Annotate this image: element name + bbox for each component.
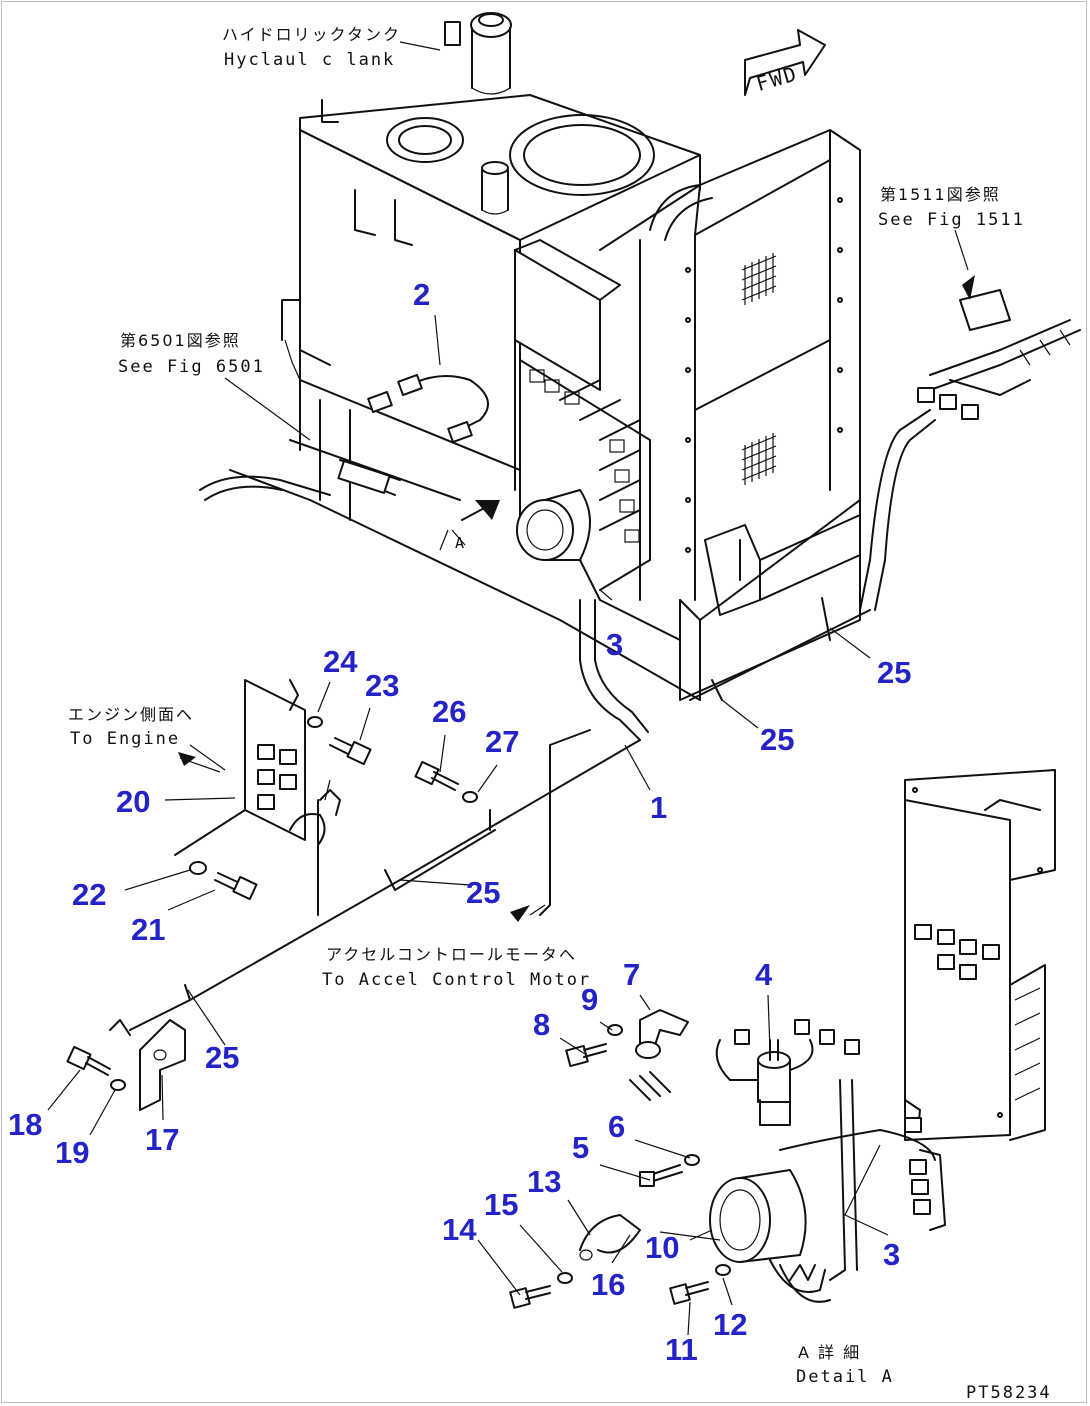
cooler-unit xyxy=(599,129,861,701)
bracket-20 xyxy=(174,679,306,856)
callout-5[interactable]: 5 xyxy=(572,1130,589,1165)
to-engine-label: To Engine xyxy=(70,729,180,749)
callout-7[interactable]: 7 xyxy=(623,957,640,992)
callout-3[interactable]: 3 xyxy=(883,1237,900,1272)
callout-16[interactable]: 16 xyxy=(591,1267,625,1302)
detail-a-panel xyxy=(904,769,1056,1141)
see-fig-1511-label: See Fig 1511 xyxy=(878,210,1025,230)
control-valve-block xyxy=(514,239,651,591)
radiator-grid-upper xyxy=(741,253,777,305)
callout-12[interactable]: 12 xyxy=(713,1307,747,1342)
callout-6[interactable]: 6 xyxy=(608,1109,625,1144)
callout-2[interactable]: 2 xyxy=(413,277,430,312)
detail-a-label-jp: A 詳 細 xyxy=(798,1343,861,1362)
bolt-18 xyxy=(66,1045,111,1076)
hydraulic-tank xyxy=(281,12,701,521)
callout-18[interactable]: 18 xyxy=(8,1107,42,1142)
callout-27[interactable]: 27 xyxy=(485,724,519,759)
callout-10[interactable]: 10 xyxy=(645,1230,679,1265)
callout-4[interactable]: 4 xyxy=(755,957,773,992)
see-fig-1511-label-jp: 第1511図参照 xyxy=(880,185,1001,204)
callout-26[interactable]: 26 xyxy=(432,694,466,729)
hydraulic-tank-label-jp: ハイドロリックタンク xyxy=(222,25,401,44)
fwd-label: FWD xyxy=(754,61,801,96)
callout-20[interactable]: 20 xyxy=(116,784,150,819)
motor-10 xyxy=(709,1169,831,1303)
see-fig-6501-label: See Fig 6501 xyxy=(118,357,265,377)
callout-25[interactable]: 25 xyxy=(205,1040,239,1075)
harness-1 xyxy=(129,409,936,1031)
callout-24[interactable]: 24 xyxy=(323,644,358,679)
callout-15[interactable]: 15 xyxy=(484,1187,518,1222)
bolt-14 xyxy=(509,1285,551,1309)
washer-9 xyxy=(607,1024,623,1036)
callout-1[interactable]: 1 xyxy=(650,790,667,825)
washer-6 xyxy=(684,1154,700,1166)
rivet-row xyxy=(685,197,843,553)
bolt-21 xyxy=(214,872,258,901)
bolt-23 xyxy=(329,737,372,766)
bolt-5 xyxy=(639,1164,683,1187)
motor-upper xyxy=(516,489,591,561)
drawing-code: PT58234 xyxy=(966,1383,1052,1403)
clip-on-harness xyxy=(289,789,341,846)
arrow-a-label: A xyxy=(455,534,466,552)
switch-7 xyxy=(629,1009,689,1101)
callout-19[interactable]: 19 xyxy=(55,1135,89,1170)
bolt-11 xyxy=(669,1281,709,1305)
fwd-arrow xyxy=(744,29,826,96)
callout-9[interactable]: 9 xyxy=(581,982,598,1017)
detail-a-label: Detail A xyxy=(796,1367,894,1387)
bolt-8 xyxy=(565,1043,607,1068)
see-fig-6501-label-jp: 第6501図参照 xyxy=(120,331,241,350)
callout-25[interactable]: 25 xyxy=(466,875,500,910)
washer-15 xyxy=(557,1272,573,1284)
callout-14[interactable]: 14 xyxy=(442,1212,477,1247)
clamps xyxy=(184,597,831,1001)
callout-17[interactable]: 17 xyxy=(145,1122,179,1157)
washer-22 xyxy=(189,861,207,875)
callouts: 2 3 25 25 24 23 26 27 20 1 22 25 21 7 4 … xyxy=(8,277,911,1367)
callout-11[interactable]: 11 xyxy=(665,1332,698,1367)
callout-23[interactable]: 23 xyxy=(365,668,399,703)
view-arrow-a xyxy=(439,500,500,551)
harness-2 xyxy=(199,374,489,501)
washer-12 xyxy=(715,1264,731,1276)
solenoid-4 xyxy=(715,1019,860,1126)
radiator-grid-lower xyxy=(741,433,777,485)
callout-8[interactable]: 8 xyxy=(533,1007,550,1042)
bracket-13 xyxy=(579,1214,641,1261)
frame-rails xyxy=(229,349,701,701)
callout-22[interactable]: 22 xyxy=(72,877,106,912)
washer-24 xyxy=(307,716,323,728)
callout-25[interactable]: 25 xyxy=(760,722,794,757)
connector-cluster-fig1511 xyxy=(917,275,1081,420)
bolt-26 xyxy=(414,760,459,791)
callout-25[interactable]: 25 xyxy=(877,655,911,690)
hydraulic-tank-label: Hyclaul c lank xyxy=(224,50,395,70)
to-engine-label-jp: エンジン側面へ xyxy=(68,705,194,724)
leader-lines xyxy=(47,41,969,1336)
callout-13[interactable]: 13 xyxy=(527,1164,561,1199)
callout-21[interactable]: 21 xyxy=(131,912,165,947)
washer-19 xyxy=(110,1079,126,1091)
to-accel-label: To Accel Control Motor xyxy=(322,970,591,990)
washer-27 xyxy=(462,791,478,803)
callout-3[interactable]: 3 xyxy=(606,627,623,662)
bracket-17 xyxy=(109,1019,186,1111)
to-accel-label-jp: アクセルコントロールモータへ xyxy=(326,945,577,964)
harness-3-detail xyxy=(779,1079,946,1281)
